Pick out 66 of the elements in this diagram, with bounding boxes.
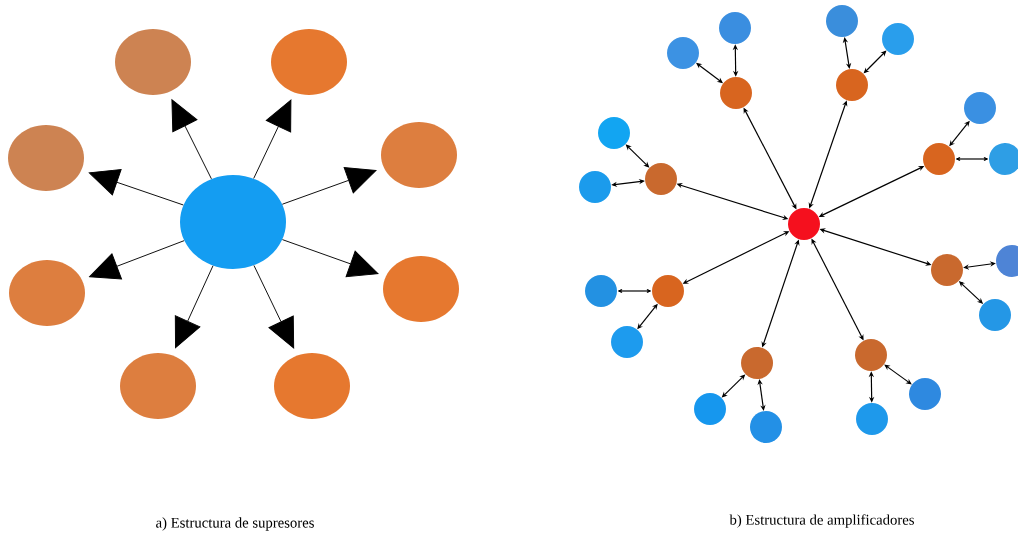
arrow: [625, 144, 650, 168]
arrow: [617, 289, 652, 293]
circle-node: [720, 77, 752, 109]
circle-node: [836, 69, 868, 101]
circle-node: [694, 393, 726, 425]
arrow: [677, 183, 788, 220]
circle-node: [667, 37, 699, 69]
caption: a) Estructura de supresores: [156, 517, 314, 531]
circle-node: [931, 254, 963, 286]
circle-node: [882, 23, 914, 55]
arrow: [733, 44, 738, 77]
circle-node: [856, 403, 888, 435]
circle-node: [741, 347, 773, 379]
circle-node: [964, 92, 996, 124]
arrow: [637, 304, 658, 329]
arrow: [253, 99, 292, 179]
circle-node: [788, 208, 820, 240]
circle-node: [274, 353, 350, 419]
circle-node: [381, 122, 457, 188]
arrow: [721, 374, 746, 398]
arrow: [253, 264, 295, 349]
circle-node: [979, 299, 1011, 331]
arrow: [863, 50, 887, 74]
arrow: [174, 265, 214, 349]
arrow: [808, 101, 848, 208]
circle-node: [271, 29, 347, 95]
arrow: [811, 239, 864, 340]
arrow: [884, 364, 912, 385]
arrow: [949, 121, 970, 146]
caption: b) Estructura de amplificadores: [729, 514, 914, 528]
arrow: [88, 168, 184, 206]
arrow: [843, 37, 851, 69]
circle-node: [585, 275, 617, 307]
arrow: [761, 240, 800, 347]
arrow: [696, 63, 723, 83]
circle-node: [750, 411, 782, 443]
circle-node: [923, 143, 955, 175]
circle-node: [611, 326, 643, 358]
circle-node: [115, 29, 191, 95]
arrow: [819, 166, 924, 217]
arrow: [757, 379, 766, 411]
circle-node: [180, 175, 286, 269]
circle-node: [8, 125, 84, 191]
arrow: [963, 261, 996, 270]
arrow: [959, 281, 983, 304]
circle-node: [909, 378, 941, 410]
circle-node: [383, 256, 459, 322]
circle-node: [652, 275, 684, 307]
circle-node: [826, 5, 858, 37]
circle-node: [855, 339, 887, 371]
arrow: [89, 240, 185, 280]
arrow: [171, 99, 212, 180]
circle-node: [579, 171, 611, 203]
circle-node: [645, 163, 677, 195]
arrow: [683, 231, 789, 284]
circle-node: [598, 117, 630, 149]
arrow: [955, 157, 989, 161]
arrow: [820, 228, 931, 266]
arrow: [743, 108, 797, 209]
circle-node: [120, 353, 196, 419]
arrow: [869, 371, 874, 403]
arrow: [611, 179, 645, 187]
circle-node: [719, 12, 751, 44]
arrow: [281, 239, 379, 278]
circle-node: [9, 260, 85, 326]
arrow: [281, 167, 377, 205]
